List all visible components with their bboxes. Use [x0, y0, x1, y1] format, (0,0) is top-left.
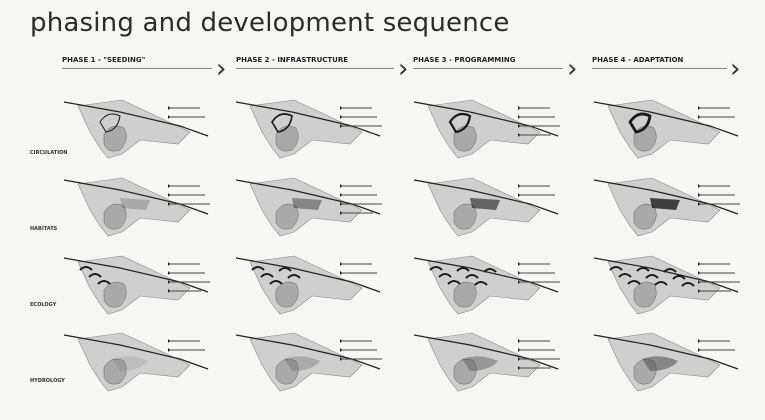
annotation-notes	[698, 182, 750, 232]
annotation-notes	[518, 104, 570, 154]
annotation-notes	[168, 182, 220, 232]
chevron-right-icon: ›	[216, 56, 226, 82]
phase-4-divider	[592, 68, 727, 69]
annotation-notes	[518, 182, 570, 232]
annotation-notes	[698, 260, 750, 310]
annotation-notes	[340, 182, 392, 232]
phase-3-divider	[413, 68, 563, 69]
annotation-notes	[168, 104, 220, 154]
phase-3-label: PHASE 3 - PROGRAMMING	[413, 56, 515, 64]
phase-2-label: PHASE 2 - INFRASTRUCTURE	[236, 56, 348, 64]
phase-header-4: PHASE 4 - ADAPTATION ›	[592, 54, 762, 94]
annotation-notes	[698, 104, 750, 154]
page-title: phasing and development sequence	[30, 8, 510, 38]
annotation-notes	[340, 104, 392, 154]
annotation-notes	[518, 260, 570, 310]
annotation-notes	[698, 337, 750, 387]
chevron-right-icon: ›	[398, 56, 408, 82]
phase-header-3: PHASE 3 - PROGRAMMING ›	[413, 54, 583, 94]
phase-header-1: PHASE 1 - "SEEDING" ›	[62, 54, 227, 94]
phase-2-divider	[236, 68, 394, 69]
row-label-ecology: ECOLOGY	[30, 302, 56, 308]
chevron-right-icon: ›	[567, 56, 577, 82]
annotation-notes	[168, 260, 220, 310]
phase-1-divider	[62, 68, 212, 69]
chevron-right-icon: ›	[730, 56, 740, 82]
phase-1-label: PHASE 1 - "SEEDING"	[62, 56, 145, 64]
phase-4-label: PHASE 4 - ADAPTATION	[592, 56, 683, 64]
annotation-notes	[340, 260, 392, 310]
annotation-notes	[168, 337, 220, 387]
phase-header-2: PHASE 2 - INFRASTRUCTURE ›	[236, 54, 406, 94]
annotation-notes	[340, 337, 392, 387]
annotation-notes	[518, 337, 570, 387]
row-label-habitats: HABITATS	[30, 226, 57, 232]
